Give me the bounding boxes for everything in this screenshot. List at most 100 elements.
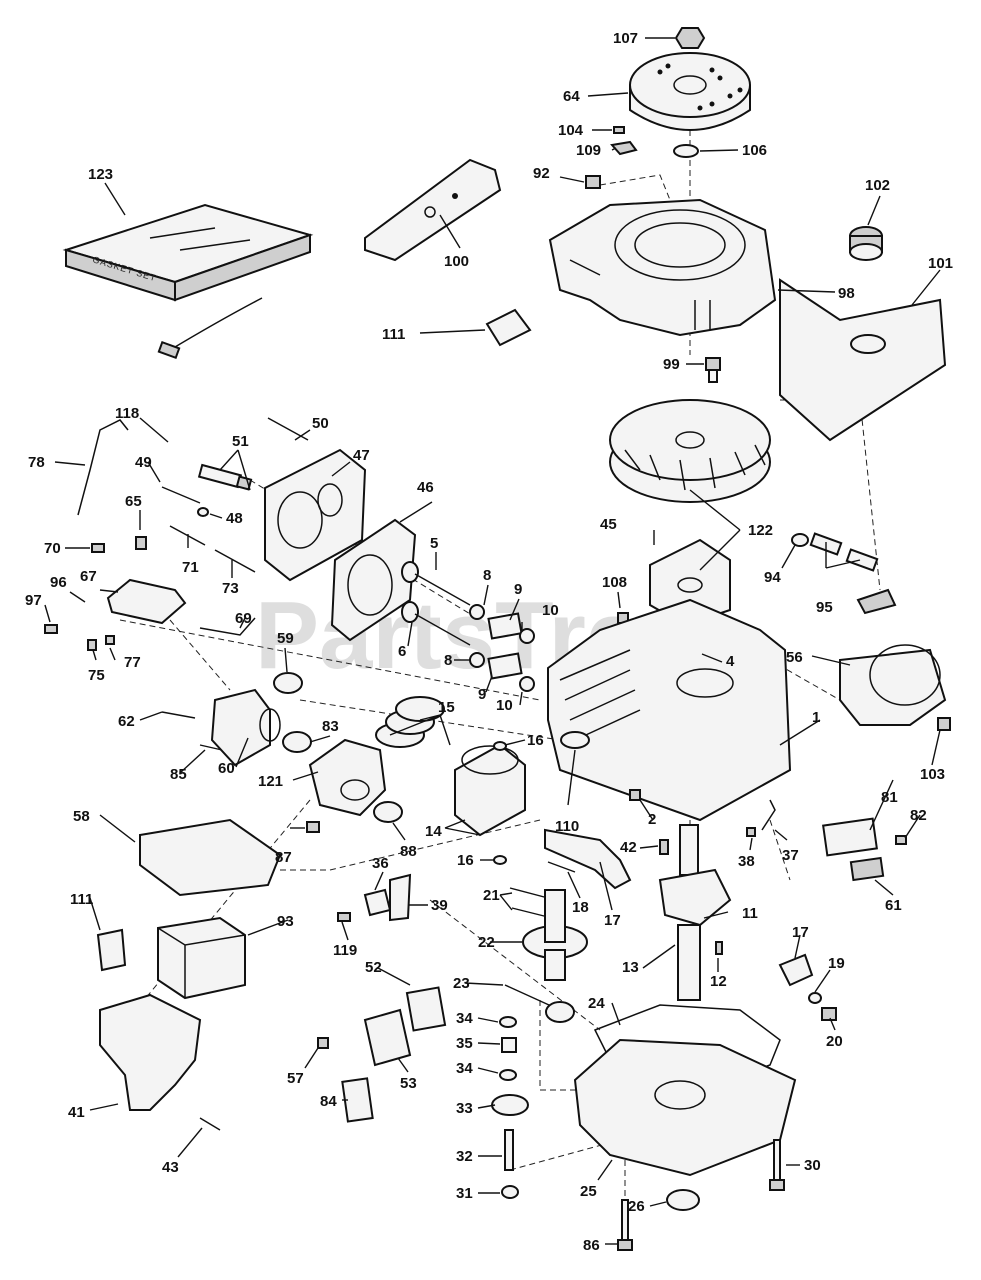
carburetor-121 [308, 738, 387, 817]
nut-87 [306, 821, 320, 833]
callout-15: 15 [438, 699, 455, 716]
ignition-armature [649, 538, 731, 627]
screw-43 [199, 1117, 221, 1131]
washer-34a [499, 1016, 517, 1028]
callout-19: 19 [828, 955, 845, 972]
link-69 [199, 617, 256, 636]
screw-75 [87, 639, 97, 651]
seal-26 [666, 1189, 700, 1211]
callout-42: 42 [620, 839, 637, 856]
washer-19 [808, 992, 822, 1004]
connecting-rod-17 [544, 828, 632, 890]
callout-17b: 17 [792, 924, 809, 941]
link-37 [761, 799, 776, 831]
valve-5 [401, 561, 471, 606]
fuel-tank-101 [779, 278, 947, 442]
callout-22: 22 [478, 934, 495, 951]
callout-59: 59 [277, 630, 294, 647]
decal-61 [849, 856, 885, 882]
pin-38 [746, 827, 756, 837]
callout-11: 11 [742, 905, 758, 922]
bolt-30 [769, 1139, 785, 1191]
callout-53: 53 [400, 1075, 417, 1092]
callout-77: 77 [124, 654, 141, 671]
valve-spring-9 [487, 612, 523, 680]
callout-14: 14 [425, 823, 442, 840]
callout-20: 20 [826, 1033, 843, 1050]
callout-21: 21 [483, 887, 500, 904]
bolt-85 [199, 744, 223, 751]
washer-48 [197, 507, 209, 517]
callout-26: 26 [628, 1198, 645, 1215]
spring-73 [214, 549, 256, 573]
callout-85: 85 [170, 766, 187, 783]
callout-38: 38 [738, 853, 755, 870]
callout-78: 78 [28, 454, 45, 471]
callout-46: 46 [417, 479, 434, 496]
callout-111-lower: 111 [70, 891, 93, 908]
head-gasket-46 [330, 518, 417, 642]
callout-18: 18 [572, 899, 589, 916]
callout-83: 83 [322, 718, 339, 735]
callout-103: 103 [920, 766, 945, 783]
counterweight-17 [778, 953, 814, 987]
dowel-2 [629, 789, 641, 801]
callout-45: 45 [600, 516, 617, 533]
bolt-86 [617, 1199, 633, 1251]
fuel-cap-102 [849, 226, 883, 261]
callout-67: 67 [80, 568, 97, 585]
washer-34b [499, 1069, 517, 1081]
bolt-99 [705, 357, 721, 383]
bracket-39 [389, 873, 412, 922]
callout-87: 87 [275, 849, 292, 866]
screw-57 [317, 1037, 329, 1049]
governor-shaft-23 [504, 984, 575, 1023]
callout-97: 97 [25, 592, 42, 609]
callout-102: 102 [865, 177, 890, 194]
callout-34a: 34 [456, 1010, 473, 1027]
valve-6 [401, 601, 471, 646]
callout-96: 96 [50, 574, 67, 591]
callout-98: 98 [838, 285, 855, 302]
switch-36 [363, 888, 392, 917]
callout-109: 109 [576, 142, 601, 159]
callout-93: 93 [277, 913, 294, 930]
clip-109 [610, 140, 638, 156]
gasket-88 [373, 801, 403, 823]
bracket-100 [364, 158, 502, 262]
bolt-50 [267, 417, 309, 441]
small-bolt-104 [613, 126, 625, 134]
callout-64: 64 [563, 88, 580, 105]
callout-23: 23 [453, 975, 470, 992]
clip-92 [585, 175, 601, 189]
callout-73: 73 [222, 580, 239, 597]
callout-119: 119 [333, 942, 357, 959]
sump-25 [573, 1038, 797, 1177]
shaft-32 [504, 1129, 514, 1171]
callout-10b: 10 [496, 697, 513, 714]
callout-123: 123 [88, 166, 113, 183]
spark-plug-wire-118 [157, 297, 263, 360]
fuel-line-95 [809, 532, 879, 572]
callout-60: 60 [218, 760, 235, 777]
callout-86: 86 [583, 1237, 600, 1254]
blower-housing-98 [548, 198, 777, 337]
intake-elbow-60 [210, 688, 281, 767]
filter-84 [341, 1077, 374, 1123]
callout-57: 57 [287, 1070, 304, 1087]
callout-16a: 16 [527, 732, 544, 749]
gasket-52 [405, 986, 447, 1032]
callout-4: 4 [726, 653, 735, 670]
callout-16b: 16 [457, 852, 474, 869]
callout-9a: 9 [514, 581, 522, 598]
flywheel-122 [609, 399, 771, 503]
callout-62: 62 [118, 713, 135, 730]
nut-107 [674, 27, 706, 49]
clip-70 [91, 543, 105, 553]
callout-35: 35 [456, 1035, 473, 1052]
callout-41: 41 [68, 1104, 85, 1121]
callout-122: 122 [748, 522, 773, 539]
callout-48: 48 [226, 510, 243, 527]
callout-5: 5 [430, 535, 438, 552]
callout-30: 30 [804, 1157, 821, 1174]
